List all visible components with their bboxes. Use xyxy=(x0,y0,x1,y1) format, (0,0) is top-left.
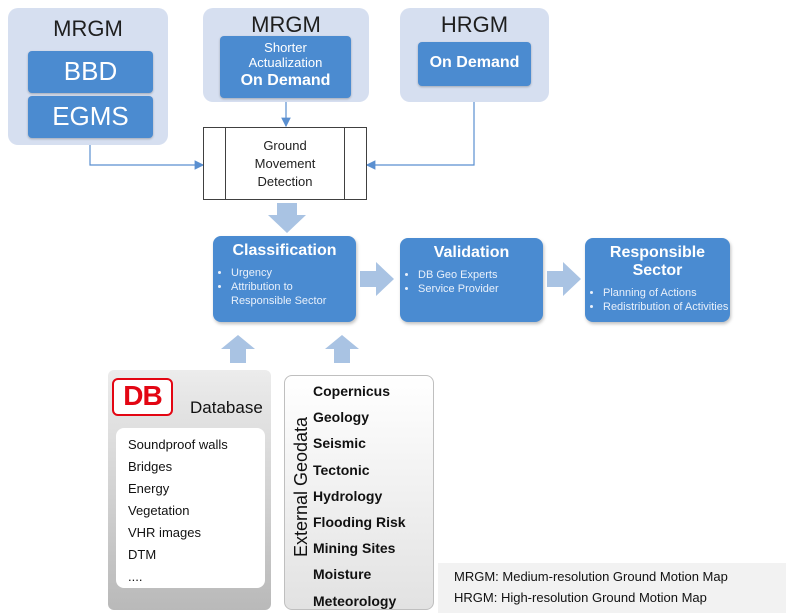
process-box-responsible-sector: Responsible Sector Planning of Actions R… xyxy=(585,238,730,322)
geodata-list: Copernicus Geology Seismic Tectonic Hydr… xyxy=(313,378,406,614)
process-bullet: Redistribution of Activities xyxy=(603,300,730,314)
database-panel: DB Database Soundproof walls Bridges Ene… xyxy=(108,370,271,610)
database-item: Energy xyxy=(128,481,170,496)
process-bullet: Planning of Actions xyxy=(603,286,730,300)
panel-title: HRGM xyxy=(440,12,509,37)
process-bullet: Service Provider xyxy=(418,282,543,296)
arrow-validation-to-responsible xyxy=(547,262,581,296)
box-bbd: BBD xyxy=(28,51,153,93)
geodata-item: Meteorology xyxy=(313,592,397,609)
database-title: Database xyxy=(190,398,263,417)
arrow-classification-to-validation xyxy=(360,262,394,296)
panel-title: MRGM xyxy=(53,16,123,41)
process-bullet: DB Geo Experts xyxy=(418,268,543,282)
database-item: Soundproof walls xyxy=(128,437,228,452)
detection-line: Detection xyxy=(257,174,313,189)
database-item: .... xyxy=(128,569,143,584)
geodata-item: Flooding Risk xyxy=(313,514,406,531)
abbreviation-legend: MRGM: Medium-resolution Ground Motion Ma… xyxy=(438,563,786,613)
database-item: Vegetation xyxy=(128,503,190,518)
detection-line: Movement xyxy=(254,156,316,171)
db-logo: DB xyxy=(112,378,173,416)
box-on-demand: On Demand xyxy=(418,42,531,86)
detection-line: Ground xyxy=(263,138,307,153)
panel-hrgm: HRGM On Demand xyxy=(400,8,549,102)
detection-left-bar xyxy=(225,128,226,199)
panel-mrgm-left: MRGM BBD EGMS xyxy=(8,8,168,145)
arrow-up-from-geodata xyxy=(325,335,359,363)
panel-mrgm-mid: MRGM Shorter Actualization On Demand xyxy=(203,8,369,102)
legend-line: MRGM: Medium-resolution Ground Motion Ma… xyxy=(454,569,728,584)
geodata-item: Mining Sites xyxy=(313,540,396,557)
process-bullets: Urgency Attribution to Responsible Secto… xyxy=(213,266,356,308)
geodata-item: Seismic xyxy=(313,435,366,452)
geodata-item: Moisture xyxy=(313,566,372,583)
box-line-bold: On Demand xyxy=(240,72,331,89)
geodata-item: Tectonic xyxy=(313,461,370,478)
geodata-side-label: External Geodata xyxy=(291,416,311,558)
process-bullet: Attribution to Responsible Sector xyxy=(231,280,356,308)
process-box-classification: Classification Urgency Attribution to Re… xyxy=(213,236,356,322)
process-bullet: Urgency xyxy=(231,266,356,280)
database-item: DTM xyxy=(128,547,157,562)
process-bullets: Planning of Actions Redistribution of Ac… xyxy=(585,286,730,314)
process-title: Classification xyxy=(232,242,337,259)
line-mrgm-left-to-detection xyxy=(89,145,205,170)
panel-title: MRGM xyxy=(251,12,321,37)
geodata-item: Geology xyxy=(313,409,370,426)
legend-line: HRGM: High-resolution Ground Motion Map xyxy=(454,590,707,605)
box-egms: EGMS xyxy=(28,96,153,138)
database-item: Bridges xyxy=(128,459,173,474)
box-line: Actualization xyxy=(248,55,323,70)
ground-movement-detection-box: Ground Movement Detection xyxy=(203,127,367,200)
process-box-validation: Validation DB Geo Experts Service Provid… xyxy=(400,238,543,322)
arrow-up-from-database xyxy=(221,335,255,363)
box-line: Shorter xyxy=(264,40,307,55)
database-item: VHR images xyxy=(128,525,201,540)
process-title: Validation xyxy=(433,244,510,261)
box-shorter-actualization: Shorter Actualization On Demand xyxy=(220,36,351,98)
database-list: Soundproof walls Bridges Energy Vegetati… xyxy=(116,428,265,588)
geodata-item: Hydrology xyxy=(313,487,383,504)
geodata-item: Copernicus xyxy=(313,383,391,399)
process-title: Responsible Sector xyxy=(609,244,706,279)
geodata-panel: External Geodata Copernicus Geology Seis… xyxy=(284,375,434,610)
detection-right-bar xyxy=(344,128,345,199)
line-hrgm-to-detection xyxy=(365,102,475,170)
arrow-down-to-classification xyxy=(268,203,306,233)
process-bullets: DB Geo Experts Service Provider xyxy=(400,268,543,296)
